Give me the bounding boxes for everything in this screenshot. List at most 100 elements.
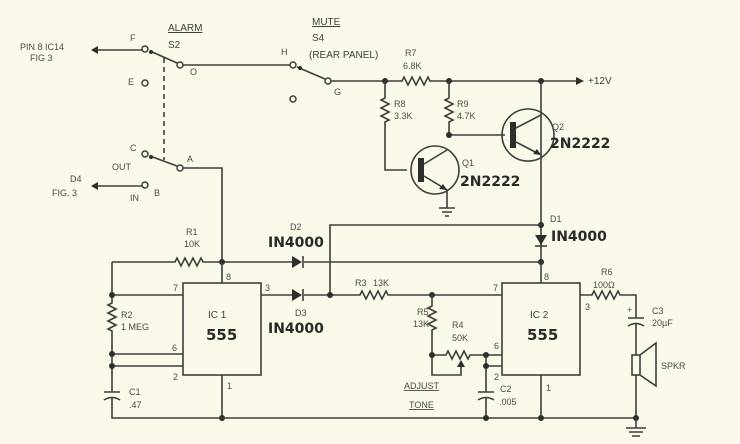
terminal-g: [324, 77, 332, 85]
ic2-pin7: 7: [493, 283, 498, 293]
d2-name: D2: [290, 222, 302, 232]
ic1-value: 555: [206, 326, 237, 344]
resistor-r8: R8 3.3K: [379, 81, 413, 171]
terminal-unused: [289, 95, 297, 103]
d1-name: D1: [550, 214, 562, 224]
speaker-icon: [631, 341, 657, 388]
c3-name: C3: [652, 306, 664, 316]
transistor-q1: Q1 2N2222: [410, 145, 520, 217]
terminal-g-label: G: [334, 87, 341, 97]
terminal-a: [176, 164, 184, 172]
d3-name: D3: [295, 308, 307, 318]
pin8-ic14-connection: PIN 8 IC14 FIG 3: [20, 42, 143, 63]
ic1-name: IC 1: [208, 310, 227, 321]
terminal-o: [176, 61, 184, 69]
ic2-pin6: 6: [494, 341, 499, 351]
r3-value: 13K: [373, 278, 389, 288]
arrow-left-icon: [91, 182, 98, 190]
potentiometer-r4[interactable]: R4 50K: [429, 320, 502, 376]
d2-value: IN4000: [268, 235, 324, 251]
q2-value: 2N2222: [550, 136, 610, 152]
ic2-name: IC 2: [530, 310, 549, 321]
d4-fig3-connection: D4 FIG. 3: [52, 174, 142, 198]
terminal-e-label: E: [128, 77, 134, 87]
supply-rail: [331, 75, 578, 87]
s2-name: S2: [168, 40, 181, 51]
r3-name: R3: [355, 278, 367, 288]
ic2-pin2: 2: [494, 372, 499, 382]
s4-title: MUTE: [312, 17, 341, 28]
ic1-pin2: 2: [173, 372, 178, 382]
s2-arm-top: [149, 50, 178, 64]
r6-value: 100Ω: [593, 280, 615, 290]
wire-r1-d2: [112, 256, 541, 268]
terminal-f: [141, 45, 149, 53]
wire-a-ic1: [183, 167, 223, 262]
diode-d3: D3 IN4000: [268, 289, 324, 337]
ground-icon: [626, 418, 646, 437]
arrow-right-icon: [576, 77, 584, 85]
c1-value: .47: [129, 400, 142, 410]
r5-name: R5: [417, 307, 429, 317]
ic2-555: IC 2 555 8 7 3 6 2 1: [493, 262, 590, 421]
terminal-o-label: O: [190, 67, 197, 77]
ic2-pin1: 1: [546, 383, 551, 393]
pin8-fig-label: FIG 3: [30, 53, 53, 63]
ic1-pin1: 1: [227, 381, 232, 391]
transistor-q2: Q2 2N2222: [501, 108, 610, 162]
terminal-e: [141, 79, 149, 87]
s2-title: ALARM: [168, 23, 202, 34]
r2-name: R2: [121, 310, 133, 320]
terminal-f-label: F: [130, 33, 136, 43]
r8-value: 3.3K: [394, 111, 413, 121]
d4-fig-label: FIG. 3: [52, 188, 77, 198]
r4-value: 50K: [452, 333, 468, 343]
tone-label: TONE: [409, 400, 434, 410]
wire-d3-d1: [329, 224, 541, 295]
diode-d1: D1 IN4000: [535, 81, 607, 265]
c2-name: C2: [500, 384, 512, 394]
pin8-ref-label: PIN 8 IC14: [20, 42, 64, 52]
out-label: OUT: [112, 162, 132, 172]
r1-name: R1: [186, 227, 198, 237]
diode-d2: D2 IN4000: [268, 222, 324, 268]
switch-s4: MUTE S4 (REAR PANEL) H G: [281, 17, 378, 103]
ic2-value: 555: [527, 326, 558, 344]
r6-name: R6: [601, 267, 613, 277]
terminal-b: [141, 181, 149, 189]
ground-icon: [439, 207, 455, 217]
d1-value: IN4000: [551, 229, 607, 245]
terminal-h-label: H: [281, 47, 288, 57]
speaker-label: SPKR: [661, 361, 686, 371]
r1-value: 10K: [184, 239, 200, 249]
ic1-pin6: 6: [172, 343, 177, 353]
r9-name: R9: [457, 99, 469, 109]
wire-d3-r3: [261, 289, 502, 301]
s4-note: (REAR PANEL): [309, 50, 378, 61]
ic1-555: IC 1 555 8 7 3 6 2 1: [172, 262, 270, 418]
ic1-pin3: 3: [265, 283, 270, 293]
c3-polarity: +: [627, 305, 632, 315]
r4-name: R4: [452, 320, 464, 330]
resistor-r9: R9 4.7K: [443, 81, 505, 138]
terminal-c-label: C: [130, 143, 137, 153]
terminal-c: [141, 150, 149, 158]
d3-value: IN4000: [268, 321, 324, 337]
adjust-label: ADJUST: [404, 381, 440, 391]
q2-name: Q2: [552, 122, 564, 132]
ic2-pin8: 8: [544, 272, 549, 282]
d4-ref-label: D4: [70, 174, 82, 184]
terminal-b-label: B: [154, 188, 160, 198]
q1-name: Q1: [462, 158, 474, 168]
c1-name: C1: [129, 387, 141, 397]
supply-label: +12V: [588, 76, 612, 87]
ic1-pin7: 7: [173, 283, 178, 293]
r9-value: 4.7K: [457, 111, 476, 121]
terminal-h: [289, 61, 297, 69]
q1-value: 2N2222: [460, 174, 520, 190]
s2-arm-bottom: [149, 155, 178, 167]
ic2-pin3: 3: [585, 302, 590, 312]
arrow-left-icon: [91, 46, 98, 54]
r7-name: R7: [405, 48, 417, 58]
